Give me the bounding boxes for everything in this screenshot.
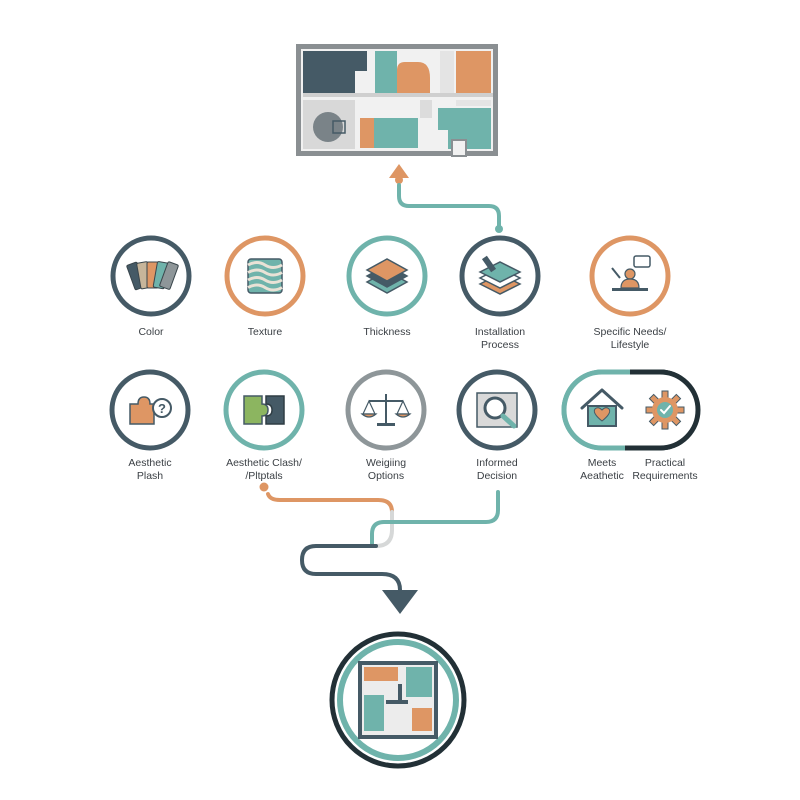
house-heart-icon <box>580 388 624 427</box>
factor-label-line: Aesthetic Clash/ <box>226 457 302 469</box>
factor-label-color: Color <box>91 326 211 339</box>
row2-factors: ? <box>109 369 703 451</box>
layer-stack-icon <box>365 258 409 294</box>
row1-factors <box>110 235 671 317</box>
factor-label-line: Options <box>367 470 405 482</box>
connector-top <box>389 164 503 233</box>
person-speech-icon <box>611 255 651 291</box>
factor-label-thickness: Thickness <box>327 326 447 339</box>
svg-text:?: ? <box>158 401 166 416</box>
factor-label-line: Color <box>138 326 164 338</box>
factor-label-line: Informed <box>476 457 518 469</box>
magnifier-icon <box>476 392 518 429</box>
factor-label-line: Process <box>481 339 519 351</box>
factor-label-line: Practical <box>644 457 686 469</box>
factor-informed <box>456 369 538 451</box>
floor-plan-top <box>296 44 498 157</box>
factor-practical <box>627 372 703 448</box>
factor-aesthetic-plash: ? <box>109 369 191 451</box>
factor-needs <box>589 235 671 317</box>
factor-label-line: Lifestyle <box>610 339 650 351</box>
factor-label-line: Installation <box>474 326 526 338</box>
factor-label-line: /Pltptals <box>245 470 283 482</box>
factor-label-texture: Texture <box>205 326 325 339</box>
swatch-fan-icon <box>126 261 179 291</box>
factor-label-line: Plash <box>136 470 164 482</box>
puzzle-pieces-icon <box>243 395 285 425</box>
factor-label-line: Aeathetic <box>580 470 624 482</box>
factor-label-line: Texture <box>247 326 283 338</box>
wave-texture-icon <box>247 258 283 294</box>
factor-installation <box>459 235 541 317</box>
gear-check-icon <box>645 390 685 430</box>
factor-texture <box>224 235 306 317</box>
factor-weighing <box>345 369 427 451</box>
result-pill-outline-left <box>561 369 630 451</box>
factor-label-needs: Specific Needs/Lifestyle <box>570 326 690 352</box>
factor-label-line: Specific Needs/ <box>593 326 667 338</box>
factor-aesthetic-clash <box>223 369 305 451</box>
factor-label-line: Meets <box>587 457 617 469</box>
balance-scale-icon <box>360 394 412 426</box>
factor-color <box>110 235 192 317</box>
factor-label-line: Weigiing <box>365 457 407 469</box>
factor-thickness <box>346 235 428 317</box>
puzzle-question-icon: ? <box>129 396 172 425</box>
factor-label-line: Thickness <box>363 326 411 338</box>
factor-label-line: Aesthetic <box>128 457 172 469</box>
tile-install-icon <box>478 255 522 295</box>
factor-label-line: Requirements <box>632 470 698 482</box>
result-floor-plan <box>329 631 467 769</box>
down-arrow-icon <box>382 590 418 614</box>
factor-meets <box>564 372 640 448</box>
connector-bottom <box>259 482 500 614</box>
factor-label-aesthetic-clash: Aesthetic Clash//Pltptals <box>204 457 324 483</box>
factor-label-line: Decision <box>476 470 518 482</box>
result-pill-outline <box>602 369 701 451</box>
